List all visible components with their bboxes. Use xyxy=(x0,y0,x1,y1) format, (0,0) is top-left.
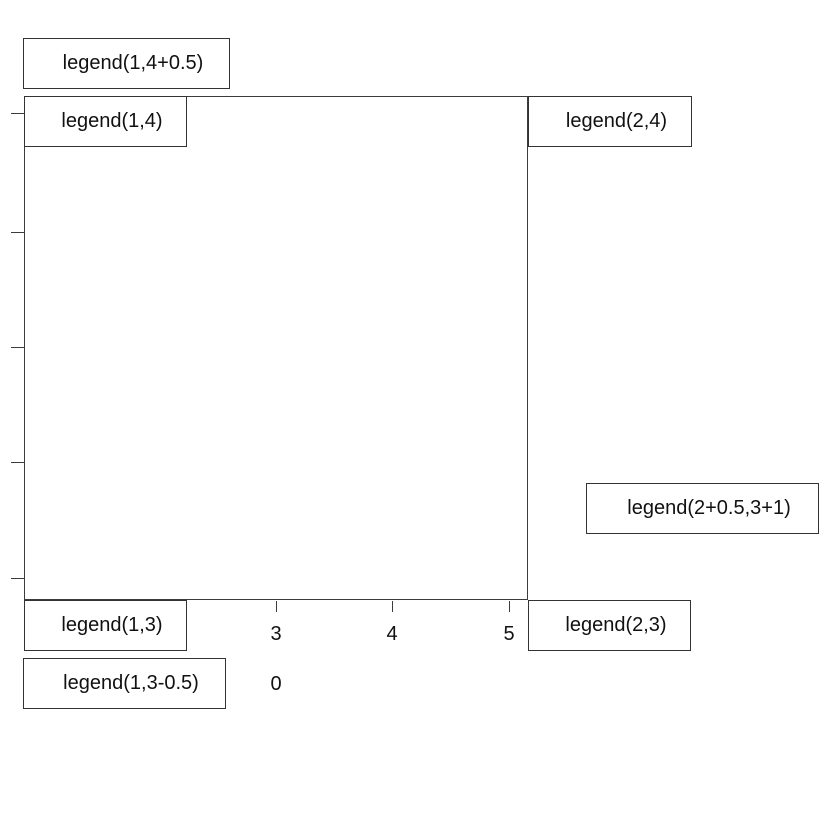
legend-label: legend(1,3-0.5) xyxy=(63,672,199,694)
x-axis-tick xyxy=(392,601,393,612)
legend-box-1-4: legend(1,4) xyxy=(24,96,187,147)
legend-label: legend(1,4) xyxy=(61,110,163,132)
legend-label: legend(1,3) xyxy=(61,614,163,636)
x-tick-label-3: 3 xyxy=(270,623,282,645)
x-tick-label-5: 5 xyxy=(503,623,515,645)
legend-label: legend(2+0.5,3+1) xyxy=(627,497,791,519)
x-axis-tick xyxy=(276,601,277,612)
legend-box-2-plus-half-3-plus-1: legend(2+0.5,3+1) xyxy=(586,483,819,534)
y-axis-tick xyxy=(11,232,24,233)
plot-border xyxy=(24,96,528,600)
legend-label: legend(1,4+0.5) xyxy=(62,52,204,74)
y-axis-tick xyxy=(11,347,24,348)
legend-label: legend(2,3) xyxy=(565,614,667,636)
legend-label: legend(2,4) xyxy=(565,110,668,132)
y-axis-tick xyxy=(11,462,24,463)
legend-box-2-3: legend(2,3) xyxy=(528,600,691,651)
legend-box-1-3: legend(1,3) xyxy=(24,600,187,651)
legend-box-1-3-minus-half: legend(1,3-0.5) xyxy=(23,658,226,709)
legend-box-1-4-plus-half: legend(1,4+0.5) xyxy=(23,38,230,89)
y-axis-tick xyxy=(11,578,24,579)
y-axis-tick xyxy=(11,113,24,114)
annotation-zero: 0 xyxy=(270,673,282,695)
x-axis-tick xyxy=(509,601,510,612)
x-tick-label-4: 4 xyxy=(386,623,398,645)
legend-box-2-4: legend(2,4) xyxy=(528,96,692,147)
